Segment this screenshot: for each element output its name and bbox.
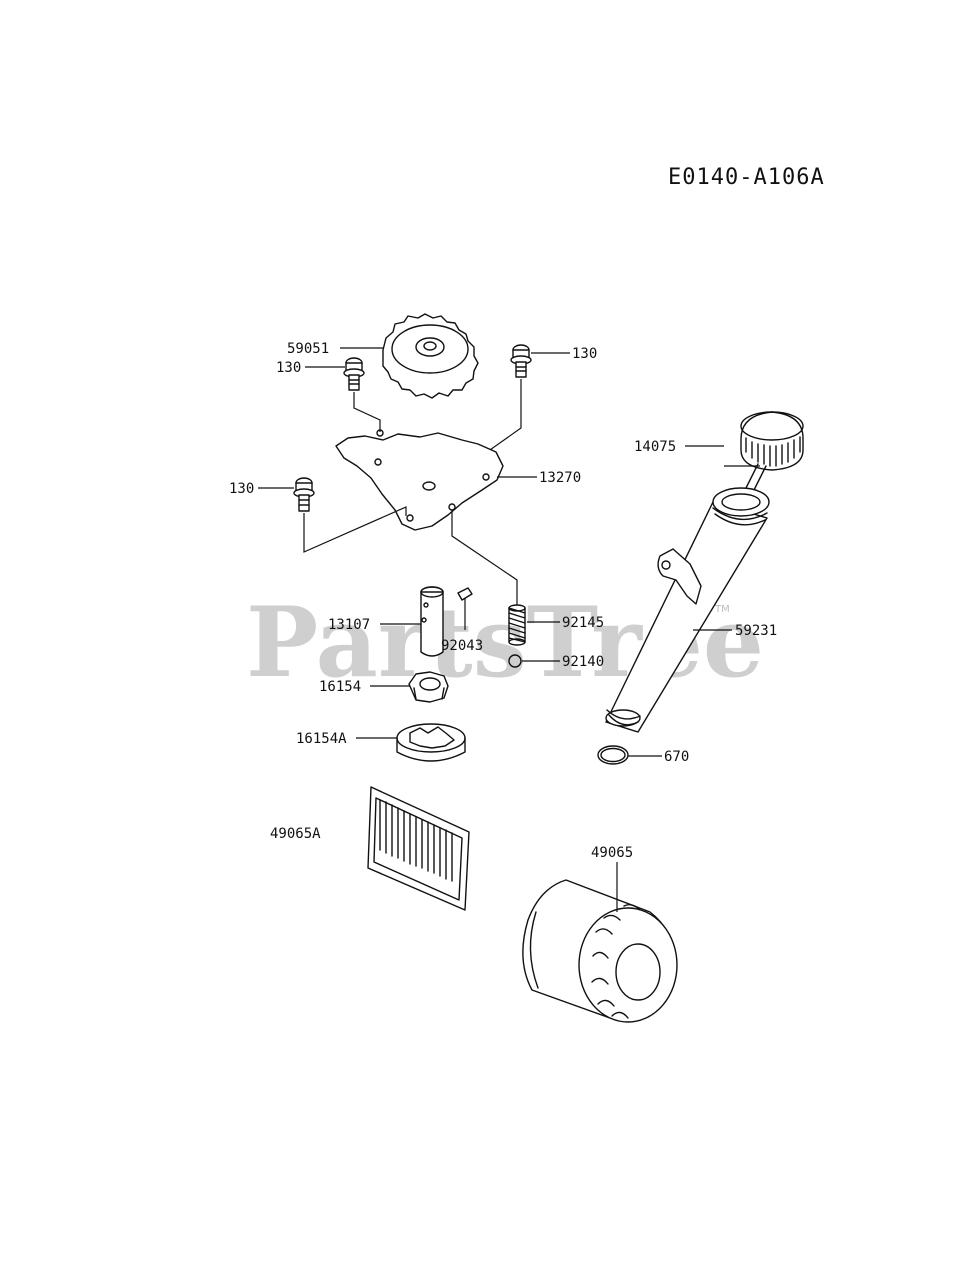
callout-130-lower-left[interactable]: 130 bbox=[229, 481, 254, 497]
oil-filter-49065[interactable] bbox=[522, 879, 678, 1023]
pump-cover-plate-13270[interactable] bbox=[335, 429, 504, 531]
callout-92043[interactable]: 92043 bbox=[441, 638, 483, 654]
gear-59051[interactable] bbox=[382, 313, 479, 399]
callout-13270[interactable]: 13270 bbox=[539, 470, 581, 486]
bolt-130-lower-left[interactable] bbox=[293, 477, 315, 512]
leader-bolt-to-plate-left bbox=[353, 392, 381, 432]
callout-16154[interactable]: 16154 bbox=[319, 679, 361, 695]
bolt-130-upper-right[interactable] bbox=[510, 344, 532, 378]
callout-130-upper-right[interactable]: 130 bbox=[572, 346, 597, 362]
inner-rotor-16154[interactable] bbox=[408, 671, 449, 703]
pump-shaft-13107[interactable] bbox=[420, 586, 444, 657]
callout-92145[interactable]: 92145 bbox=[562, 615, 604, 631]
ball-92140[interactable] bbox=[508, 654, 522, 668]
spring-92145[interactable] bbox=[508, 604, 526, 646]
outer-rotor-16154A[interactable] bbox=[396, 723, 466, 762]
callout-670[interactable]: 670 bbox=[664, 749, 689, 765]
callout-130-upper-left[interactable]: 130 bbox=[276, 360, 301, 376]
watermark-trademark: TM bbox=[714, 604, 730, 615]
callout-49065A[interactable]: 49065A bbox=[270, 826, 321, 842]
callout-14075[interactable]: 14075 bbox=[634, 439, 676, 455]
diagram-id: E0140-A106A bbox=[668, 165, 825, 190]
oil-filler-tube-59231[interactable] bbox=[605, 487, 770, 733]
callout-59231[interactable]: 59231 bbox=[735, 623, 777, 639]
callout-49065[interactable]: 49065 bbox=[591, 845, 633, 861]
callout-59051[interactable]: 59051 bbox=[287, 341, 329, 357]
callout-16154A[interactable]: 16154A bbox=[296, 731, 347, 747]
leader-plate-to-spring bbox=[451, 510, 518, 605]
o-ring-670[interactable] bbox=[597, 745, 629, 765]
oil-strainer-49065A[interactable] bbox=[367, 786, 470, 911]
callout-92140[interactable]: 92140 bbox=[562, 654, 604, 670]
bolt-130-upper-left[interactable] bbox=[343, 357, 365, 391]
callout-13107[interactable]: 13107 bbox=[328, 617, 370, 633]
leader-bolt-to-plate-lower bbox=[303, 506, 407, 553]
pin-92043[interactable] bbox=[457, 587, 473, 601]
